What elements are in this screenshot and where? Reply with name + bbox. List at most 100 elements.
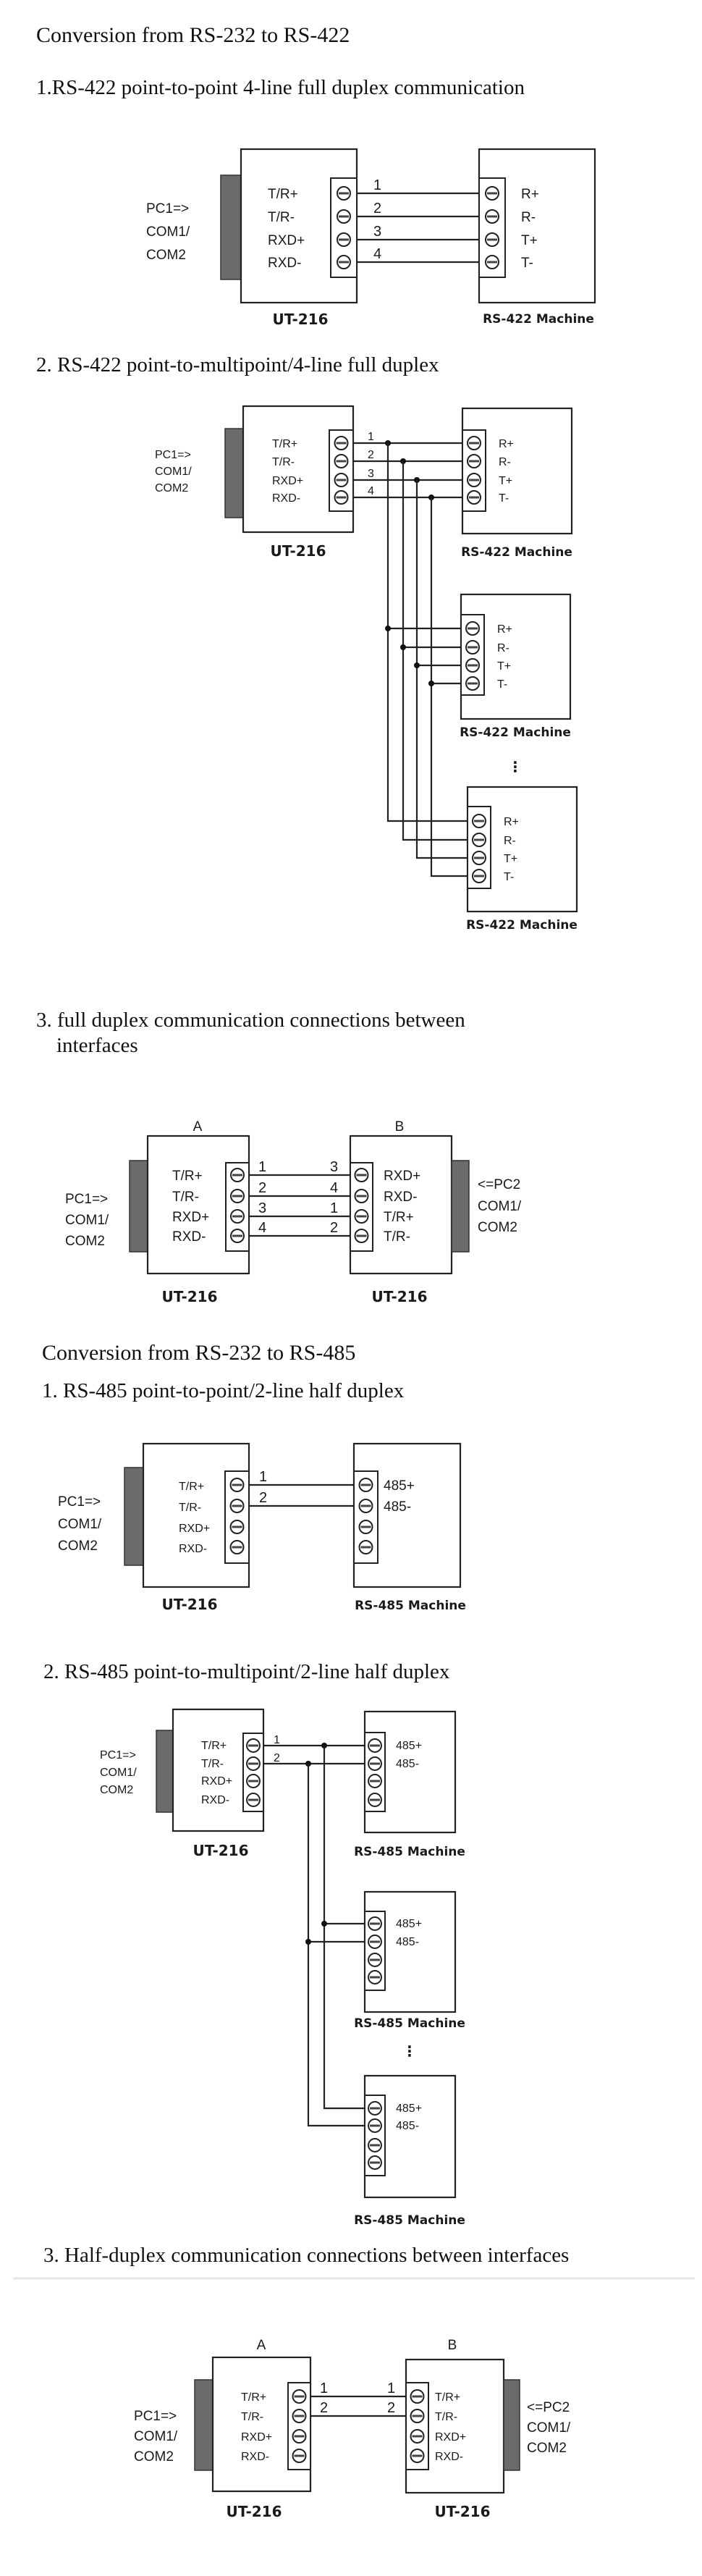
rs422-point-to-point-diagram: PC1=>COM1/COM2T/R+T/R-RXD+RXD-R+R-T+T-12…	[146, 148, 596, 328]
pc1-port-label: COM1/	[65, 1213, 109, 1228]
device-pin-label: RXD+	[201, 1775, 232, 1788]
device-b-pin-label: RXD-	[435, 2451, 463, 2463]
wire	[430, 497, 468, 877]
wire-number: 1	[274, 1734, 280, 1746]
device-pin-label: RXD+	[268, 233, 305, 248]
rs485-sec1-heading: 1. RS-485 point-to-point/2-line half dup…	[42, 1379, 405, 1402]
wire-number: 2	[368, 449, 374, 461]
machine-pin-label: 485-	[396, 1936, 419, 1948]
device-a-caption: UT-216	[227, 2503, 282, 2520]
pc-port-label: PC1=>	[58, 1494, 101, 1510]
ellipsis-icon: ⋮	[402, 2042, 417, 2060]
pc-port-label: COM2	[58, 1539, 98, 1554]
device-pin-label: RXD+	[272, 475, 303, 487]
pc-port-label: PC1=>	[155, 449, 191, 461]
wire-number: 2	[259, 1490, 267, 1506]
wire-number-a: 2	[320, 2400, 328, 2416]
pc-port-label: COM2	[100, 1784, 133, 1796]
machine-caption: RS-485 Machine	[354, 1845, 465, 1859]
pc-port-label: COM2	[155, 482, 188, 494]
wire-number-a: 4	[258, 1220, 266, 1236]
machine-caption: RS-485 Machine	[354, 2016, 465, 2031]
wire-number-b: 2	[330, 1220, 338, 1236]
device-b-pin-label: T/R+	[384, 1210, 414, 1225]
device-pin-label: T/R-	[179, 1502, 201, 1514]
device-a-pin-label: T/R-	[241, 2411, 263, 2423]
device-caption: UT-216	[193, 1842, 249, 1859]
device-pin-label: RXD-	[179, 1543, 207, 1555]
machine-caption: RS-422 Machine	[466, 918, 578, 933]
machine-pin-label: T+	[499, 475, 512, 487]
wire-number: 2	[373, 201, 381, 216]
wire-number-b: 3	[330, 1159, 338, 1175]
wire-number-a: 3	[258, 1200, 266, 1216]
machine-pin-label: R+	[504, 816, 519, 828]
machine-pin-label: 485+	[384, 1478, 415, 1494]
device-pin-label: T/R-	[268, 210, 295, 225]
pc2-port-label: COM1/	[478, 1199, 522, 1214]
unit-a-label: A	[257, 2338, 266, 2353]
machine-pin-label: R-	[499, 456, 511, 468]
rs485-point-to-point-diagram: PC1=>COM1/COM2T/R+T/R-RXD+RXD-485+485-12…	[58, 1442, 466, 1613]
wire-number-b: 1	[330, 1200, 338, 1216]
device-b-caption: UT-216	[372, 1288, 428, 1305]
junction-dot	[321, 1921, 327, 1927]
wire-number: 2	[274, 1752, 280, 1764]
machine-pin-label: R+	[521, 187, 539, 202]
machine-pin-label: R-	[504, 835, 516, 847]
wire-number: 4	[368, 485, 374, 497]
rs485-sec3-heading: 3. Half-duplex communication connections…	[43, 2244, 569, 2267]
wire	[415, 480, 468, 859]
rs422-sec2-heading: 2. RS-422 point-to-multipoint/4-line ful…	[36, 353, 439, 376]
machine-pin-label: 485-	[396, 1758, 419, 1770]
machine-caption: RS-422 Machine	[483, 312, 594, 327]
device-a-pin-label: RXD-	[241, 2451, 269, 2463]
junction-dot	[400, 644, 406, 650]
wire-number-a: 1	[258, 1159, 266, 1175]
wire-number: 1	[368, 431, 374, 443]
db9-connector-icon	[224, 428, 244, 518]
machine-pin-label: 485+	[396, 2103, 422, 2115]
db9-connector-icon	[451, 1160, 470, 1253]
machine-pin-label: R+	[499, 438, 514, 450]
unit-a-label: A	[193, 1119, 203, 1135]
machine-caption: RS-422 Machine	[460, 725, 571, 740]
machine-pin-label: T-	[521, 256, 533, 271]
device-pin-label: T/R+	[179, 1481, 204, 1493]
pc-port-label: PC1=>	[146, 201, 189, 216]
machine-pin-label: T+	[497, 660, 511, 673]
device-b-pin-label: T/R-	[384, 1229, 410, 1245]
machine-pin-label: R-	[497, 642, 509, 654]
device-a-pin-label: RXD+	[172, 1210, 209, 1225]
wire	[386, 443, 468, 822]
pc2-port-label: COM2	[478, 1220, 517, 1235]
device-pin-label: RXD-	[268, 256, 301, 271]
db9-connector-icon	[156, 1730, 174, 1813]
device-a-pin-label: RXD-	[172, 1229, 206, 1245]
machine-pin-label: 485-	[396, 2120, 419, 2132]
wire-number: 4	[373, 246, 381, 262]
wire	[307, 1764, 365, 2127]
device-b-pin-label: T/R-	[435, 2411, 457, 2423]
junction-dot	[385, 626, 391, 631]
pc2-port-label: <=PC2	[527, 2400, 570, 2415]
device-a-caption: UT-216	[162, 1288, 218, 1305]
pc1-port-label: PC1=>	[134, 2409, 177, 2424]
device-a-pin-label: T/R-	[172, 1190, 199, 1205]
pc-port-label: PC1=>	[100, 1749, 136, 1761]
junction-dot	[305, 1939, 311, 1945]
device-pin-label: T/R-	[272, 456, 295, 468]
wire	[402, 461, 468, 841]
device-pin-label: T/R-	[201, 1758, 224, 1770]
machine-pin-label: R-	[521, 210, 536, 225]
db9-connector-icon	[124, 1467, 144, 1566]
pc2-port-label: COM1/	[527, 2420, 571, 2436]
device-pin-label: T/R+	[201, 1740, 227, 1752]
device-b-pin-label: T/R+	[435, 2391, 460, 2404]
wire-number-b: 4	[330, 1180, 338, 1196]
machine-caption: RS-485 Machine	[355, 1599, 466, 1613]
pc-port-label: COM2	[146, 248, 186, 263]
machine-pin-label: 485-	[384, 1499, 411, 1515]
